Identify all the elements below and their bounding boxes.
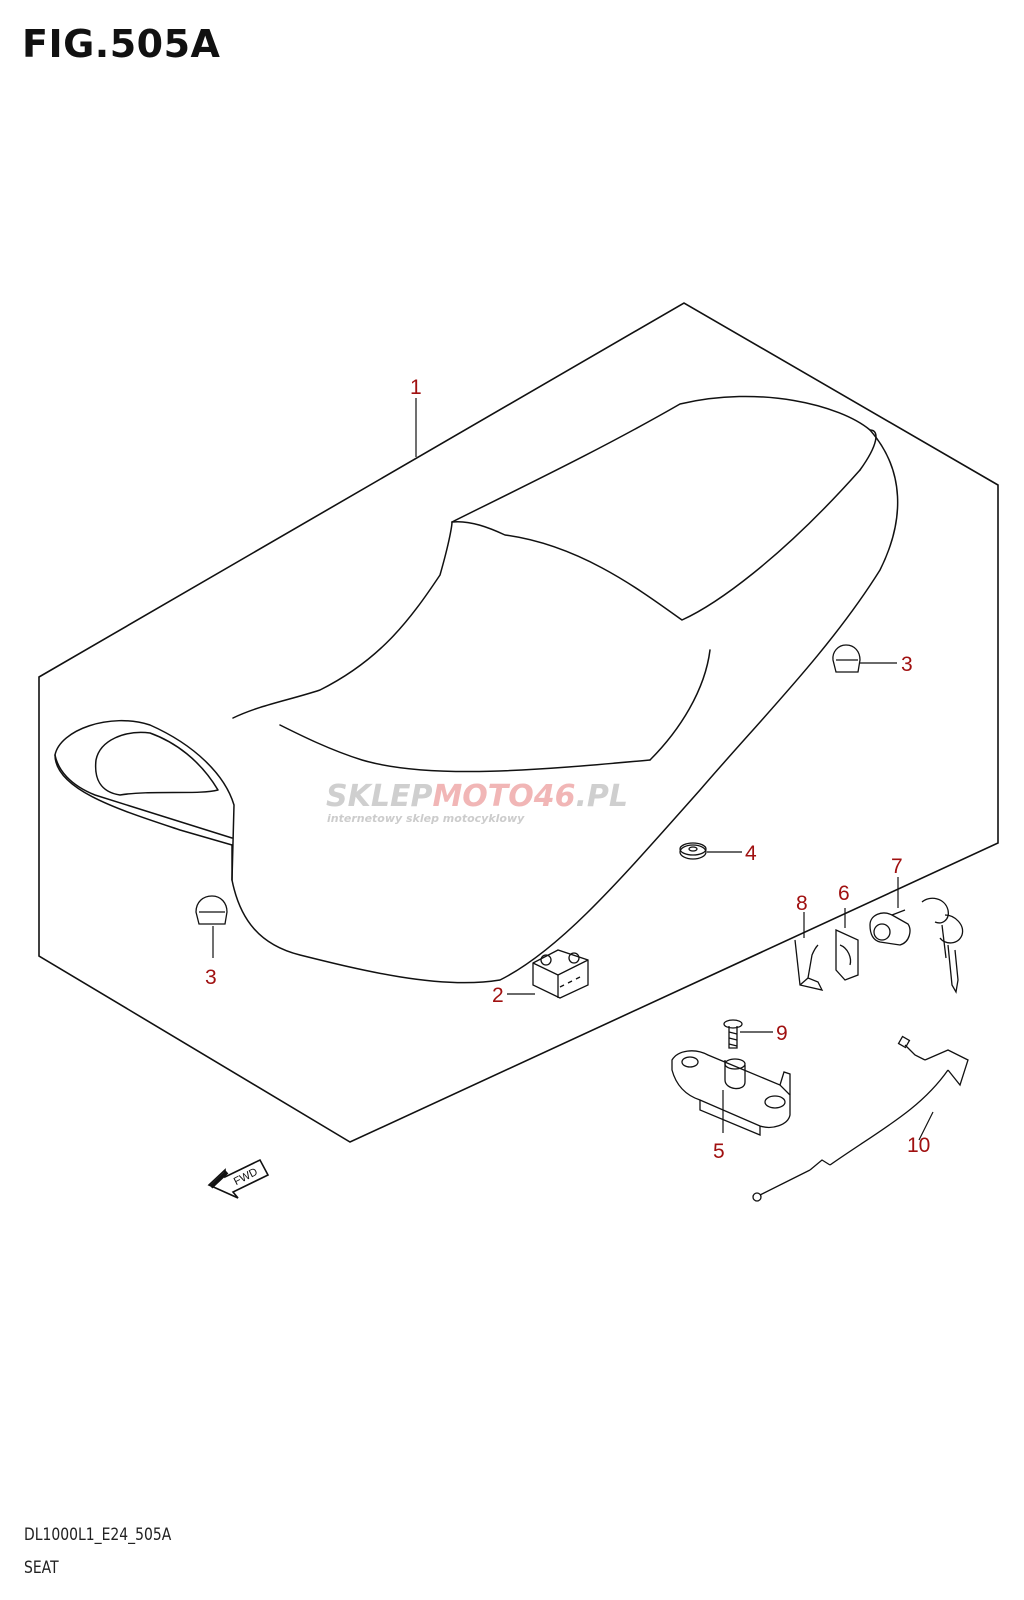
callout-lines <box>212 398 934 1141</box>
nut-part <box>679 842 707 860</box>
callout-screw: 9 <box>776 1022 788 1045</box>
callout-cable: 10 <box>907 1134 930 1157</box>
callout-lock-set: 7 <box>891 855 903 878</box>
lock-assy-part <box>671 1050 791 1136</box>
callout-holder: 8 <box>796 892 808 915</box>
callout-bracket: 2 <box>492 984 504 1007</box>
watermark-brand-suffix: .PL <box>576 779 629 814</box>
watermark-brand-accent: MOTO46 <box>432 779 575 814</box>
fwd-arrow: FWD <box>207 1158 270 1199</box>
footer-name: SEAT <box>24 1558 59 1578</box>
lock-set-part <box>869 897 964 994</box>
callout-nut: 4 <box>745 842 757 865</box>
screw-part <box>723 1019 743 1049</box>
bracket-part <box>532 949 589 999</box>
svg-text:SKLEPMOTO46.PL: SKLEPMOTO46.PL <box>326 779 628 814</box>
callout-lock-assy: 5 <box>713 1140 725 1163</box>
watermark: SKLEPMOTO46.PL internetowy sklep motocyk… <box>326 779 628 825</box>
figure-title: FIG.505A <box>22 22 221 66</box>
callout-clip: 6 <box>838 882 850 905</box>
footer-code: DL1000L1_E24_505A <box>24 1525 172 1545</box>
cable-part <box>752 1035 969 1202</box>
callout-cushion-right: 3 <box>901 653 913 676</box>
seat-drawing <box>54 395 899 984</box>
holder-part <box>794 939 824 991</box>
cushion-left-part <box>195 895 228 925</box>
clip-part <box>835 928 859 981</box>
cushion-right-part <box>832 644 861 673</box>
group-outline <box>38 302 999 1143</box>
watermark-tagline: internetowy sklep motocyklowy <box>327 812 525 825</box>
watermark-brand-prefix: SKLEP <box>326 779 432 814</box>
callout-cushion-left: 3 <box>205 966 217 989</box>
callout-seat: 1 <box>410 376 422 399</box>
